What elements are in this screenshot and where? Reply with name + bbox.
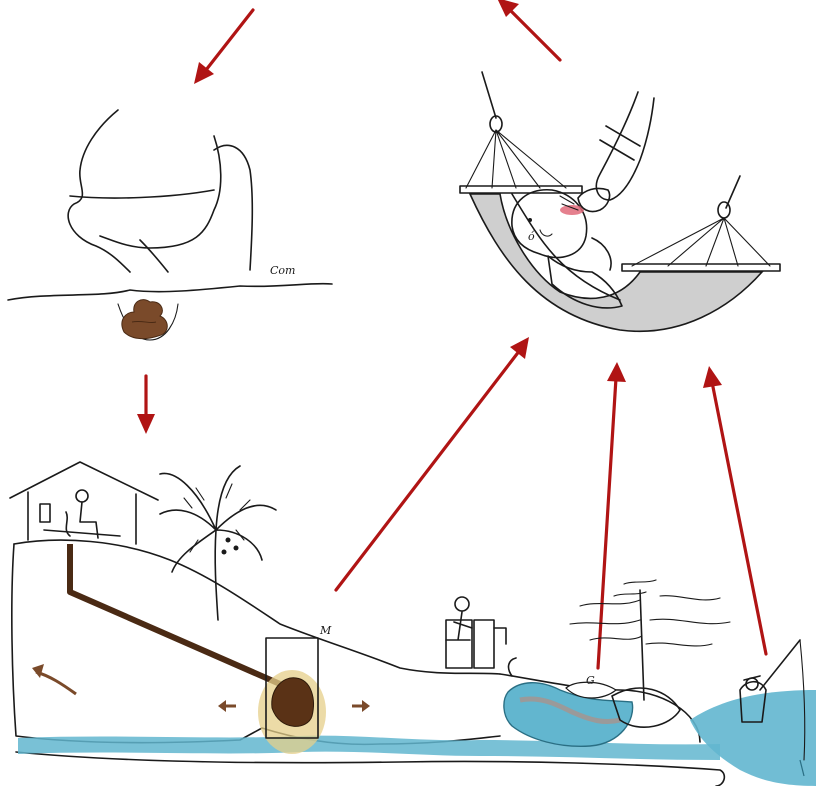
svg-text:G: G (586, 674, 595, 687)
groundwater-river (18, 690, 816, 786)
pit-latrine-icon: M (32, 624, 370, 754)
arrow-top-to-defecation (194, 8, 255, 84)
svg-text:M: M (319, 624, 332, 637)
cycle-arrows (137, 0, 768, 670)
defecation-scene: Com (7, 109, 333, 341)
svg-text:Com: Com (270, 264, 295, 277)
latrine-house-icon (9, 461, 159, 545)
arrow-latrine-to-hammock (334, 337, 529, 592)
fisherman-icon (739, 639, 806, 777)
arrow-defecation-to-latrine (137, 374, 155, 434)
arrow-pond-to-hammock (596, 362, 626, 670)
feces-icon (121, 299, 168, 340)
arrow-river-to-hammock (703, 366, 768, 656)
hammock-icon (459, 71, 781, 332)
tree-icon (569, 579, 731, 728)
arrow-hammock-to-top (497, 0, 562, 62)
water-pump-icon (445, 596, 507, 669)
palm-tree-icon (159, 465, 277, 621)
pond-icon: G (503, 657, 634, 748)
ill-person-icon: ó (511, 91, 655, 309)
squatting-person-icon: Com (7, 109, 333, 341)
hammock-scene: ó (459, 71, 781, 332)
svg-text:ó: ó (528, 230, 535, 243)
landscape-scene: M G (9, 461, 816, 786)
